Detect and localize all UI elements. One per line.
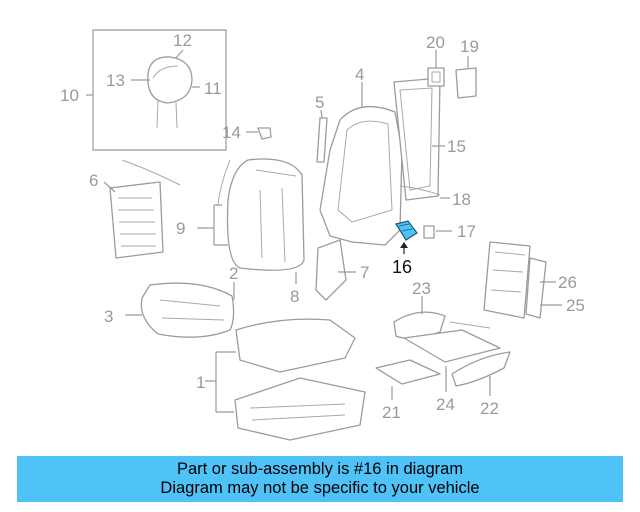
part-23-trim <box>393 296 446 339</box>
part-22-trim-panel <box>451 351 511 396</box>
callout-8: 8 <box>290 287 299 306</box>
headrest-group <box>86 29 227 151</box>
callout-9: 9 <box>176 219 185 238</box>
callout-10: 10 <box>60 86 79 105</box>
parts-diagram: 12 13 11 10 14 5 4 20 19 15 6 9 18 17 16… <box>60 29 585 441</box>
part-1-seat-frame <box>205 318 366 441</box>
callout-4: 4 <box>355 65 364 84</box>
part-5-rod <box>316 109 328 163</box>
callout-25: 25 <box>566 296 585 315</box>
part-3-seat-cushion <box>125 282 235 338</box>
part-15-back-panel <box>393 77 445 201</box>
callout-3: 3 <box>104 307 113 326</box>
callout-12: 12 <box>173 31 192 50</box>
callout-23: 23 <box>412 279 431 298</box>
part-4-seat-frame <box>319 82 403 246</box>
callout-21: 21 <box>382 403 401 422</box>
parts-25-26-back-panel <box>483 241 562 319</box>
part-21-cover <box>375 359 441 400</box>
part-17-clip <box>423 225 452 239</box>
part-7-recliner <box>315 239 356 301</box>
banner-line-1: Part or sub-assembly is #16 in diagram <box>176 460 464 478</box>
callout-26: 26 <box>558 273 577 292</box>
info-banner: Part or sub-assembly is #16 in diagram D… <box>17 456 623 502</box>
banner-line-2: Diagram may not be specific to your vehi… <box>160 479 480 497</box>
part-24-heater-pad <box>403 321 501 392</box>
callout-16[interactable]: 16 <box>392 257 412 277</box>
callout-1: 1 <box>196 373 205 392</box>
callout-5: 5 <box>315 93 324 112</box>
callout-15: 15 <box>447 137 466 156</box>
callout-17: 17 <box>457 222 476 241</box>
part-14-clip <box>246 127 272 140</box>
part-16-highlighted[interactable] <box>395 220 418 254</box>
callout-24: 24 <box>436 395 455 414</box>
part-6-spring-mat <box>103 159 181 259</box>
callout-11: 11 <box>204 79 222 98</box>
callout-7: 7 <box>360 263 369 282</box>
callout-19: 19 <box>460 37 479 56</box>
callout-2: 2 <box>229 264 238 283</box>
callout-13: 13 <box>106 71 125 90</box>
callout-14: 14 <box>222 123 241 142</box>
parts-19-20 <box>427 50 477 99</box>
callout-22: 22 <box>480 399 499 418</box>
callout-20: 20 <box>426 33 445 52</box>
part-18-cable <box>399 185 450 199</box>
callout-6: 6 <box>89 171 98 190</box>
callout-18: 18 <box>452 190 471 209</box>
part-9-backrest-cover <box>197 158 305 271</box>
